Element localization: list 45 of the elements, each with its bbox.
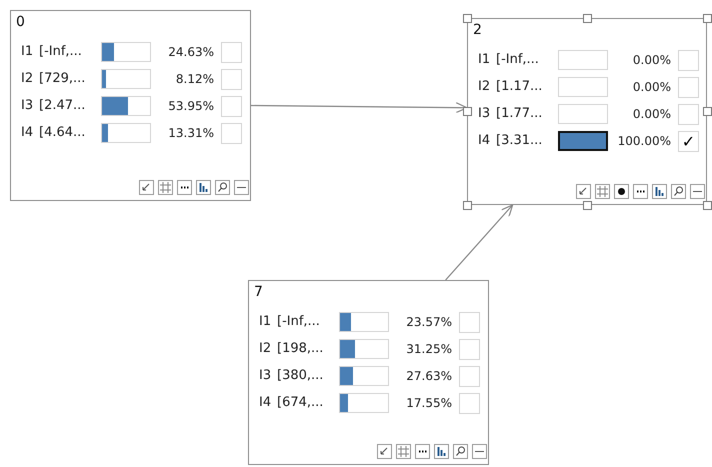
state-interval: [-Inf,... — [39, 44, 82, 59]
probability-value: 17.55% — [405, 396, 452, 410]
node-title: 2 — [473, 22, 482, 38]
state-interval: [-Inf,... — [277, 314, 320, 329]
node-title: 0 — [16, 14, 25, 30]
state-interval: [380,... — [277, 368, 324, 383]
state-name: I1 — [259, 314, 272, 329]
arrow — [251, 102, 468, 114]
state-interval: [4.64... — [39, 125, 86, 140]
probability-value: 100.00% — [616, 134, 671, 148]
state-interval: [1.77... — [496, 106, 542, 121]
probability-value: 0.00% — [632, 107, 671, 121]
state-name: I3 — [259, 368, 272, 383]
probability-value: 0.00% — [632, 53, 671, 67]
probability-value: 8.12% — [174, 72, 214, 86]
probability-value: 23.57% — [405, 315, 452, 329]
state-name: I3 — [21, 98, 34, 113]
state-interval: [2.47... — [39, 98, 86, 113]
state-interval: [729,... — [39, 71, 86, 86]
node-title: 7 — [254, 284, 263, 300]
state-name: I2 — [21, 71, 34, 86]
probability-value: 27.63% — [405, 369, 452, 383]
node-card — [467, 18, 707, 205]
state-interval: [198,... — [277, 341, 324, 356]
state-name: I1 — [478, 52, 490, 67]
state-name: I4 — [21, 125, 34, 140]
state-name: I2 — [259, 341, 272, 356]
state-interval: [3.31... — [496, 133, 542, 148]
state-name: I4 — [478, 133, 490, 148]
arrow — [445, 204, 514, 280]
state-name: I2 — [478, 79, 490, 94]
probability-value: 31.25% — [405, 342, 452, 356]
state-interval: [1.17... — [496, 79, 542, 94]
node-card — [248, 280, 489, 465]
state-name: I4 — [259, 395, 272, 410]
evidence-checkbox: ✓ — [678, 131, 699, 152]
state-name: I3 — [478, 106, 490, 121]
probability-value: 0.00% — [632, 80, 671, 94]
probability-value: 24.63% — [167, 45, 214, 59]
state-name: I1 — [21, 44, 34, 59]
node-card — [10, 10, 251, 201]
state-interval: [-Inf,... — [496, 52, 539, 67]
probability-value: 13.31% — [167, 126, 214, 140]
probability-value: 53.95% — [167, 99, 214, 113]
state-interval: [674,... — [277, 395, 324, 410]
